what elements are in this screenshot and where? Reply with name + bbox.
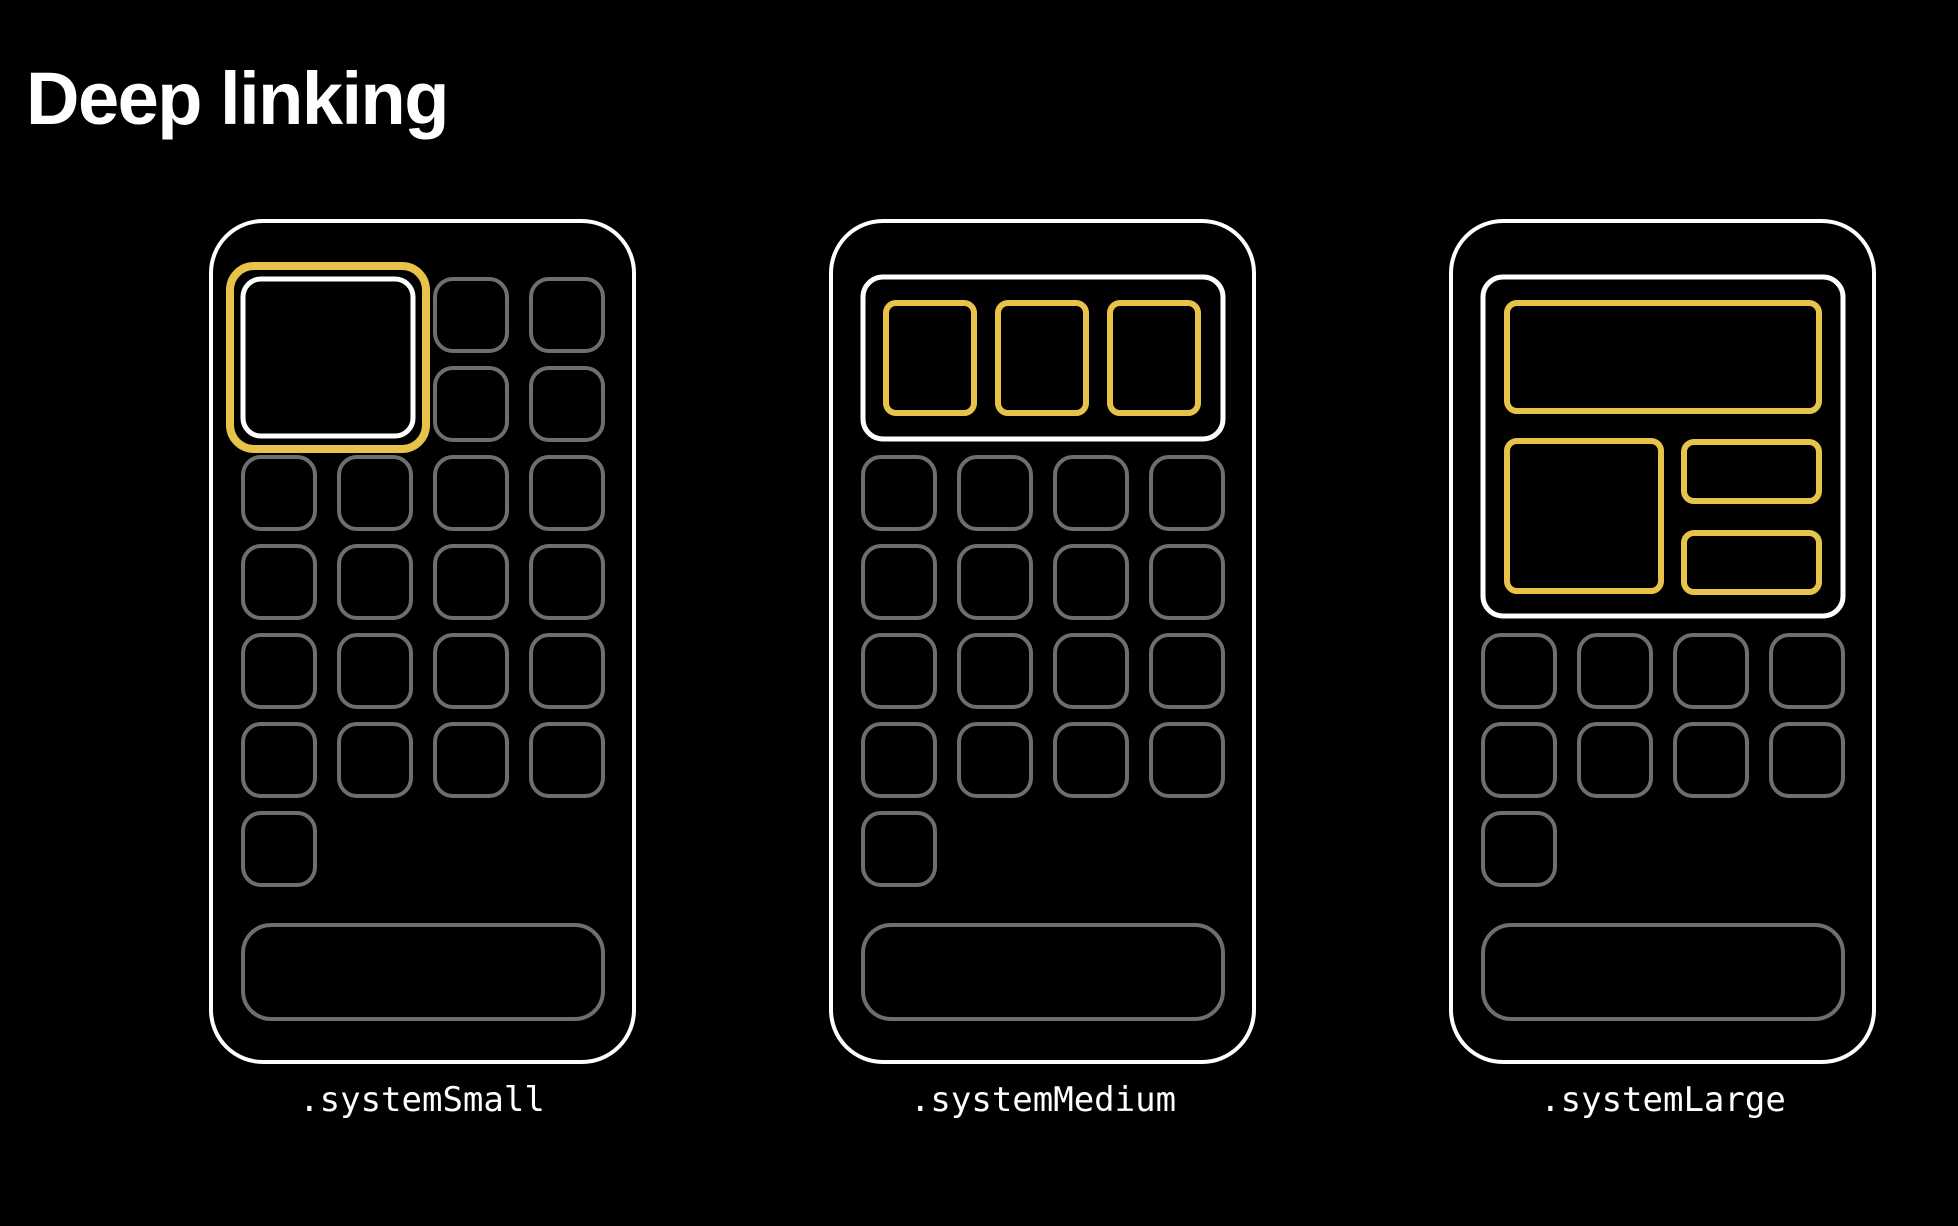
phone-frame: [829, 219, 1256, 1064]
app-icon: [433, 277, 509, 353]
app-icon: [337, 544, 413, 620]
widget-highlight-region: [883, 300, 977, 416]
phone-system-small: [209, 219, 636, 1064]
widget-highlight-region: [1681, 530, 1822, 595]
app-icon: [433, 633, 509, 709]
medium-widget: [860, 274, 1226, 442]
app-icon: [241, 722, 317, 798]
app-icon: [957, 455, 1033, 531]
app-icon: [529, 633, 605, 709]
app-icon: [1481, 811, 1557, 887]
app-icon: [957, 722, 1033, 798]
widget-highlight-region: [226, 262, 430, 453]
page-title: Deep linking: [26, 57, 449, 140]
app-icon: [529, 722, 605, 798]
app-icon: [861, 633, 937, 709]
dock: [861, 923, 1225, 1021]
small-widget: [240, 276, 416, 439]
app-icon: [861, 544, 937, 620]
app-icon: [861, 455, 937, 531]
app-icon: [433, 366, 509, 442]
phone-frame: [1449, 219, 1876, 1064]
app-icon: [241, 811, 317, 887]
app-icon: [337, 633, 413, 709]
widget-highlight-region: [1504, 438, 1664, 594]
app-icon: [337, 455, 413, 531]
app-icon: [1481, 722, 1557, 798]
app-icon: [861, 722, 937, 798]
phone-frame: [209, 219, 636, 1064]
app-icon: [529, 366, 605, 442]
app-icon: [337, 722, 413, 798]
app-icon: [433, 455, 509, 531]
widget-highlight-region: [995, 300, 1089, 416]
app-icon: [1149, 722, 1225, 798]
app-icon: [1673, 633, 1749, 709]
app-icon: [957, 544, 1033, 620]
app-icon: [433, 722, 509, 798]
phone-system-large: [1449, 219, 1876, 1064]
app-icon: [1577, 722, 1653, 798]
app-icon: [1577, 633, 1653, 709]
app-icon: [861, 811, 937, 887]
app-icon: [1149, 633, 1225, 709]
app-icon: [1481, 633, 1557, 709]
app-icon: [241, 544, 317, 620]
app-icon: [1053, 544, 1129, 620]
phone-system-medium: [829, 219, 1256, 1064]
app-icon: [1769, 633, 1845, 709]
app-icon: [1673, 722, 1749, 798]
widget-highlight-region: [1504, 300, 1822, 414]
dock: [241, 923, 605, 1021]
app-icon: [529, 277, 605, 353]
app-icon: [1053, 633, 1129, 709]
caption-system-small: .systemSmall: [299, 1080, 545, 1120]
dock: [1481, 923, 1845, 1021]
app-icon: [1149, 544, 1225, 620]
app-icon: [1149, 455, 1225, 531]
app-icon: [241, 455, 317, 531]
app-icon: [433, 544, 509, 620]
app-icon: [1769, 722, 1845, 798]
widget-highlight-region: [1107, 300, 1201, 416]
app-icon: [1053, 722, 1129, 798]
large-widget: [1480, 274, 1846, 619]
app-icon: [529, 544, 605, 620]
app-icon: [529, 455, 605, 531]
app-icon: [957, 633, 1033, 709]
app-icon: [1053, 455, 1129, 531]
widget-highlight-region: [1681, 439, 1822, 504]
caption-system-large: .systemLarge: [1540, 1080, 1786, 1120]
app-icon: [241, 633, 317, 709]
caption-system-medium: .systemMedium: [909, 1080, 1177, 1120]
